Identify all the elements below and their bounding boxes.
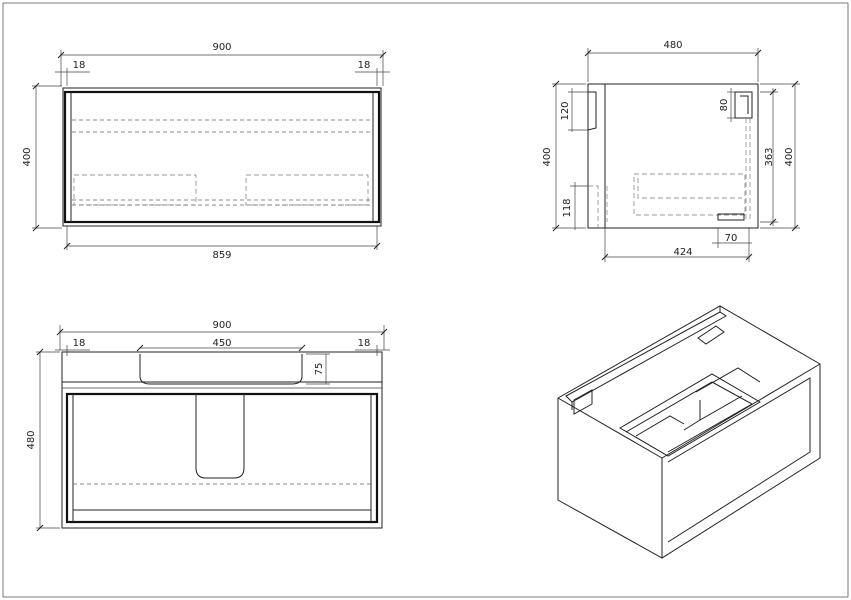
front-view-outline [62, 87, 382, 227]
side-depth-label: 480 [663, 40, 682, 51]
top-view-frame [65, 392, 379, 524]
side-bottom-offset-label: 118 [562, 198, 573, 217]
cabinet-isometric-outline [557, 305, 821, 559]
front-view: 900 18 18 400 859 [22, 42, 390, 261]
side-rail-height-label: 80 [719, 99, 730, 112]
front-side-left-label: 18 [73, 60, 86, 71]
side-view-outline [587, 83, 759, 229]
front-view-frame [63, 90, 381, 224]
top-cutout-width-label: 450 [212, 338, 231, 349]
side-view: 480 400 120 118 80 363 400 [542, 40, 800, 262]
front-side-right-label: 18 [358, 60, 371, 71]
side-inner-depth-label: 424 [673, 247, 692, 258]
top-view: 900 18 18 450 75 480 [26, 320, 390, 532]
front-inner-width-label: 859 [212, 250, 231, 261]
side-top-offset-label: 120 [560, 101, 571, 120]
top-width-label: 900 [212, 320, 231, 331]
side-height-left-label: 400 [542, 147, 553, 166]
mounting-bracket-right [697, 325, 725, 345]
basin-cutout [139, 354, 303, 385]
side-foot-width-label: 70 [725, 233, 738, 244]
top-depth-label: 480 [26, 430, 37, 449]
isometric-view [557, 305, 821, 559]
side-height-right-label: 400 [784, 147, 795, 166]
top-view-outline [61, 351, 383, 529]
front-height-label: 400 [22, 147, 33, 166]
top-cutout-depth-label: 75 [314, 363, 325, 376]
mounting-bracket-left [573, 389, 593, 415]
top-side-left-label: 18 [73, 338, 86, 349]
siphon-notch [195, 394, 245, 479]
front-width-label: 900 [212, 42, 231, 53]
side-inner-height-label: 363 [764, 147, 775, 166]
top-side-right-label: 18 [358, 338, 371, 349]
